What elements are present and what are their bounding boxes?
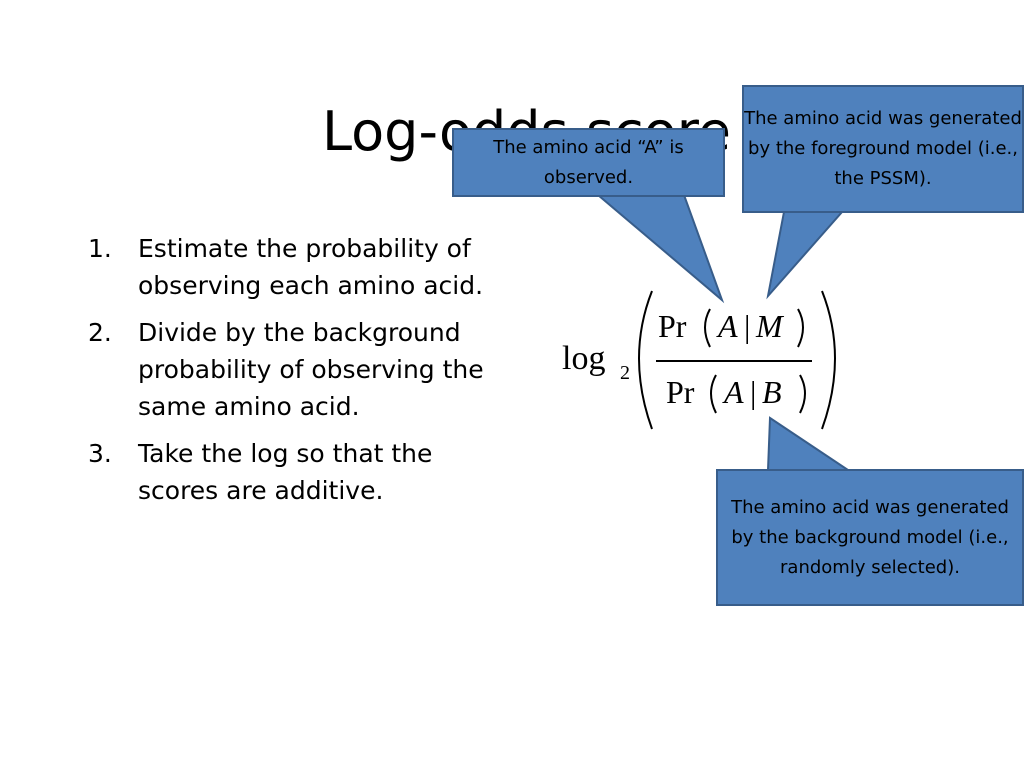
observed-callout-tail: [595, 194, 725, 304]
background-callout-text: The amino acid was generated by the back…: [731, 496, 1009, 578]
foreground-callout: The amino acid was generated by the fore…: [742, 85, 1024, 213]
denominator-a: A: [722, 374, 744, 410]
numerator-left-paren: [704, 308, 711, 348]
list-item: 2. Divide by the background probability …: [88, 314, 508, 425]
step-text: Take the log so that the scores are addi…: [138, 439, 433, 505]
denominator-right-paren: [799, 374, 806, 414]
background-callout-tail: [766, 416, 852, 471]
log-base: 2: [620, 362, 630, 384]
denominator-bar: |: [750, 374, 756, 410]
foreground-callout-text: The amino acid was generated by the fore…: [744, 108, 1022, 189]
step-number: 2.: [88, 318, 112, 347]
observed-callout: The amino acid “A” is observed.: [452, 128, 725, 197]
foreground-callout-tail: [766, 211, 845, 300]
numerator-m: M: [755, 308, 785, 344]
step-text: Estimate the probability of observing ea…: [138, 234, 484, 300]
denominator-b: B: [762, 374, 782, 410]
background-callout: The amino acid was generated by the back…: [716, 469, 1024, 606]
left-big-paren: [638, 290, 653, 430]
steps-list: 1. Estimate the probability of observing…: [88, 230, 508, 519]
step-text: Divide by the background probability of …: [138, 318, 484, 421]
log-text: log: [562, 340, 605, 377]
log-odds-formula: log 2 Pr A | M Pr A | B: [562, 290, 836, 430]
numerator-right-paren: [797, 308, 804, 348]
numerator-bar: |: [744, 308, 750, 344]
numerator-a: A: [716, 308, 738, 344]
step-number: 1.: [88, 234, 112, 263]
denominator-left-paren: [710, 374, 717, 414]
denominator-pr: Pr: [666, 374, 695, 410]
list-item: 1. Estimate the probability of observing…: [88, 230, 508, 304]
right-big-paren: [821, 290, 836, 430]
numerator-pr: Pr: [658, 308, 687, 344]
step-number: 3.: [88, 439, 112, 468]
observed-callout-text: The amino acid “A” is observed.: [493, 136, 684, 188]
list-item: 3. Take the log so that the scores are a…: [88, 435, 508, 509]
